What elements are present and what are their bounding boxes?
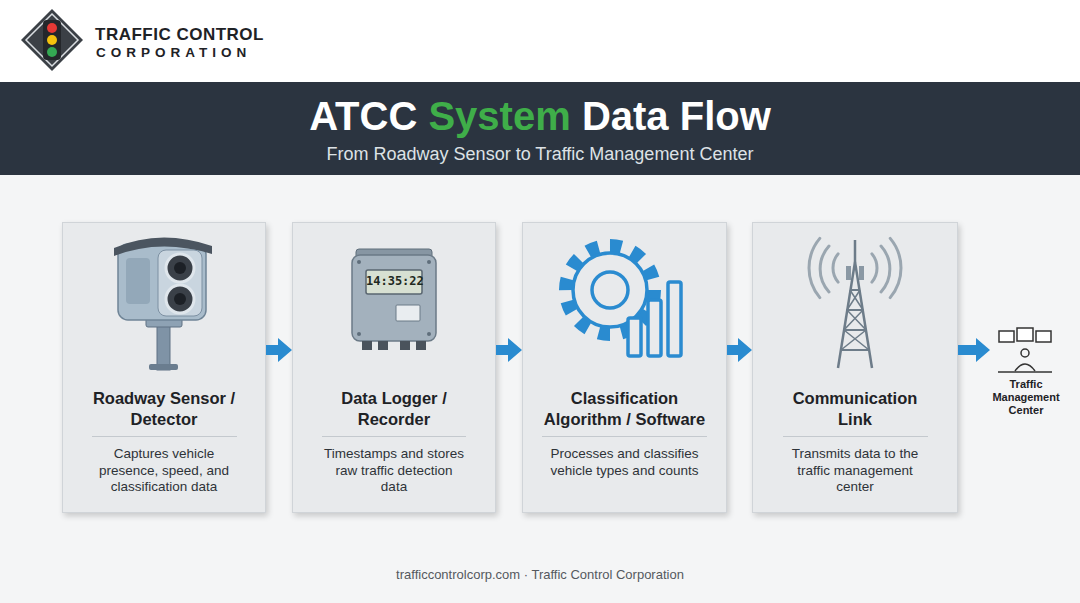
gear-chart-icon-part bbox=[648, 300, 661, 356]
control-center-icon-part bbox=[1036, 331, 1051, 342]
title-word bbox=[417, 94, 428, 138]
process-card: Classification Algorithm / SoftwareProce… bbox=[522, 222, 727, 513]
gear-chart-icon-part bbox=[628, 318, 641, 356]
gear-chart-icon bbox=[566, 246, 681, 356]
control-center-icon-part bbox=[1021, 349, 1029, 357]
tower-illustration-part bbox=[841, 290, 869, 350]
title-word bbox=[669, 94, 680, 138]
display-readout: 14:35:22 bbox=[366, 274, 422, 288]
tower-illustration-part bbox=[872, 238, 901, 297]
logger-illustration-part bbox=[366, 270, 422, 294]
gear-chart-icon-part bbox=[668, 282, 681, 356]
logo-symbol-part bbox=[47, 47, 57, 57]
logger-illustration bbox=[352, 249, 436, 350]
card-description: Processes and classifies vehicle types a… bbox=[542, 436, 707, 479]
title-word: Flow bbox=[680, 94, 771, 138]
sensor-illustration-part bbox=[166, 254, 194, 282]
subtitle: From Roadway Sensor to Traffic Managemen… bbox=[0, 143, 1080, 165]
title-word: ATCC bbox=[309, 94, 417, 138]
logger-illustration-part bbox=[427, 332, 431, 336]
endpoint-node: Traffic Management Center bbox=[990, 326, 1062, 426]
title-word: System bbox=[428, 94, 570, 138]
flow-arrow bbox=[958, 338, 990, 362]
flow-arrow bbox=[496, 338, 522, 362]
logger-illustration-part bbox=[416, 341, 426, 350]
tower-illustration-part bbox=[855, 262, 872, 368]
sensor-illustration-part bbox=[157, 310, 170, 370]
card-heading: Roadway Sensor / Detector bbox=[79, 388, 249, 430]
control-center-icon-part bbox=[998, 371, 1052, 373]
process-card: Roadway Sensor / DetectorCaptures vehicl… bbox=[62, 222, 266, 513]
control-center-icon-part bbox=[1017, 328, 1033, 341]
sensor-illustration-part bbox=[126, 258, 150, 304]
logo-symbol-part bbox=[47, 35, 57, 45]
sensor-illustration bbox=[114, 237, 212, 370]
sensor-illustration-part bbox=[166, 285, 194, 313]
tower-illustration-part bbox=[859, 266, 864, 280]
card-heading: Classification Algorithm / Software bbox=[537, 388, 713, 430]
card-heading: Data Logger / Recorder bbox=[314, 388, 474, 430]
gear-chart-icon-part bbox=[566, 246, 654, 334]
tower-illustration bbox=[809, 238, 901, 368]
process-card: Data Logger / RecorderTimestamps and sto… bbox=[292, 222, 496, 513]
logo-symbol-part bbox=[47, 23, 57, 33]
sensor-illustration-part bbox=[146, 318, 182, 327]
diagram-title: ATCC System Data Flow bbox=[0, 93, 1080, 139]
sensor-illustration-part bbox=[174, 293, 186, 305]
tower-illustration-part bbox=[838, 262, 855, 368]
tower-illustration-part bbox=[809, 238, 838, 297]
tower-illustration-part bbox=[854, 240, 857, 262]
logo-symbol-part bbox=[21, 9, 83, 71]
logger-illustration-part bbox=[362, 341, 372, 350]
flow-arrow bbox=[266, 338, 292, 362]
card-description: Captures vehicle presence, speed, and cl… bbox=[92, 436, 237, 496]
sensor-illustration-part bbox=[158, 250, 202, 316]
flow-arrow bbox=[727, 338, 752, 362]
title-word bbox=[571, 94, 582, 138]
logger-illustration-part bbox=[357, 260, 361, 264]
title-word: Data bbox=[582, 94, 669, 138]
logger-illustration-part bbox=[400, 341, 410, 350]
logo-symbol-part bbox=[43, 20, 61, 60]
logger-illustration-part bbox=[378, 341, 388, 350]
control-center-icon bbox=[998, 328, 1052, 372]
process-card: Communication LinkTransmits data to the … bbox=[752, 222, 958, 513]
company-suffix: CORPORATION bbox=[96, 45, 251, 61]
logger-illustration-part bbox=[357, 332, 361, 336]
logo-symbol-part bbox=[26, 14, 78, 66]
gear-chart-icon-part bbox=[573, 253, 647, 327]
sensor-illustration-part bbox=[118, 244, 206, 320]
logger-illustration-part bbox=[427, 260, 431, 264]
logo-symbol bbox=[21, 9, 83, 71]
sensor-illustration-part bbox=[114, 237, 212, 256]
gear-chart-icon-part bbox=[592, 272, 628, 308]
logger-illustration-part bbox=[396, 305, 420, 321]
footer-note: trafficcontrolcorp.com · Traffic Control… bbox=[0, 567, 1080, 583]
node-label: Traffic Management Center bbox=[990, 378, 1062, 417]
card-description: Timestamps and stores raw traffic detect… bbox=[322, 436, 466, 496]
logger-illustration-part bbox=[356, 249, 432, 259]
tower-illustration-part bbox=[841, 290, 869, 350]
logger-illustration-part bbox=[352, 255, 436, 341]
sensor-illustration-part bbox=[149, 364, 178, 370]
card-description: Transmits data to the traffic management… bbox=[783, 436, 928, 496]
sensor-illustration-part bbox=[174, 262, 186, 274]
card-heading: Communication Link bbox=[785, 388, 925, 430]
tower-illustration-part bbox=[846, 266, 851, 280]
company-name: TRAFFIC CONTROL bbox=[95, 25, 264, 45]
control-center-icon-part bbox=[1015, 364, 1035, 371]
control-center-icon-part bbox=[999, 331, 1014, 342]
